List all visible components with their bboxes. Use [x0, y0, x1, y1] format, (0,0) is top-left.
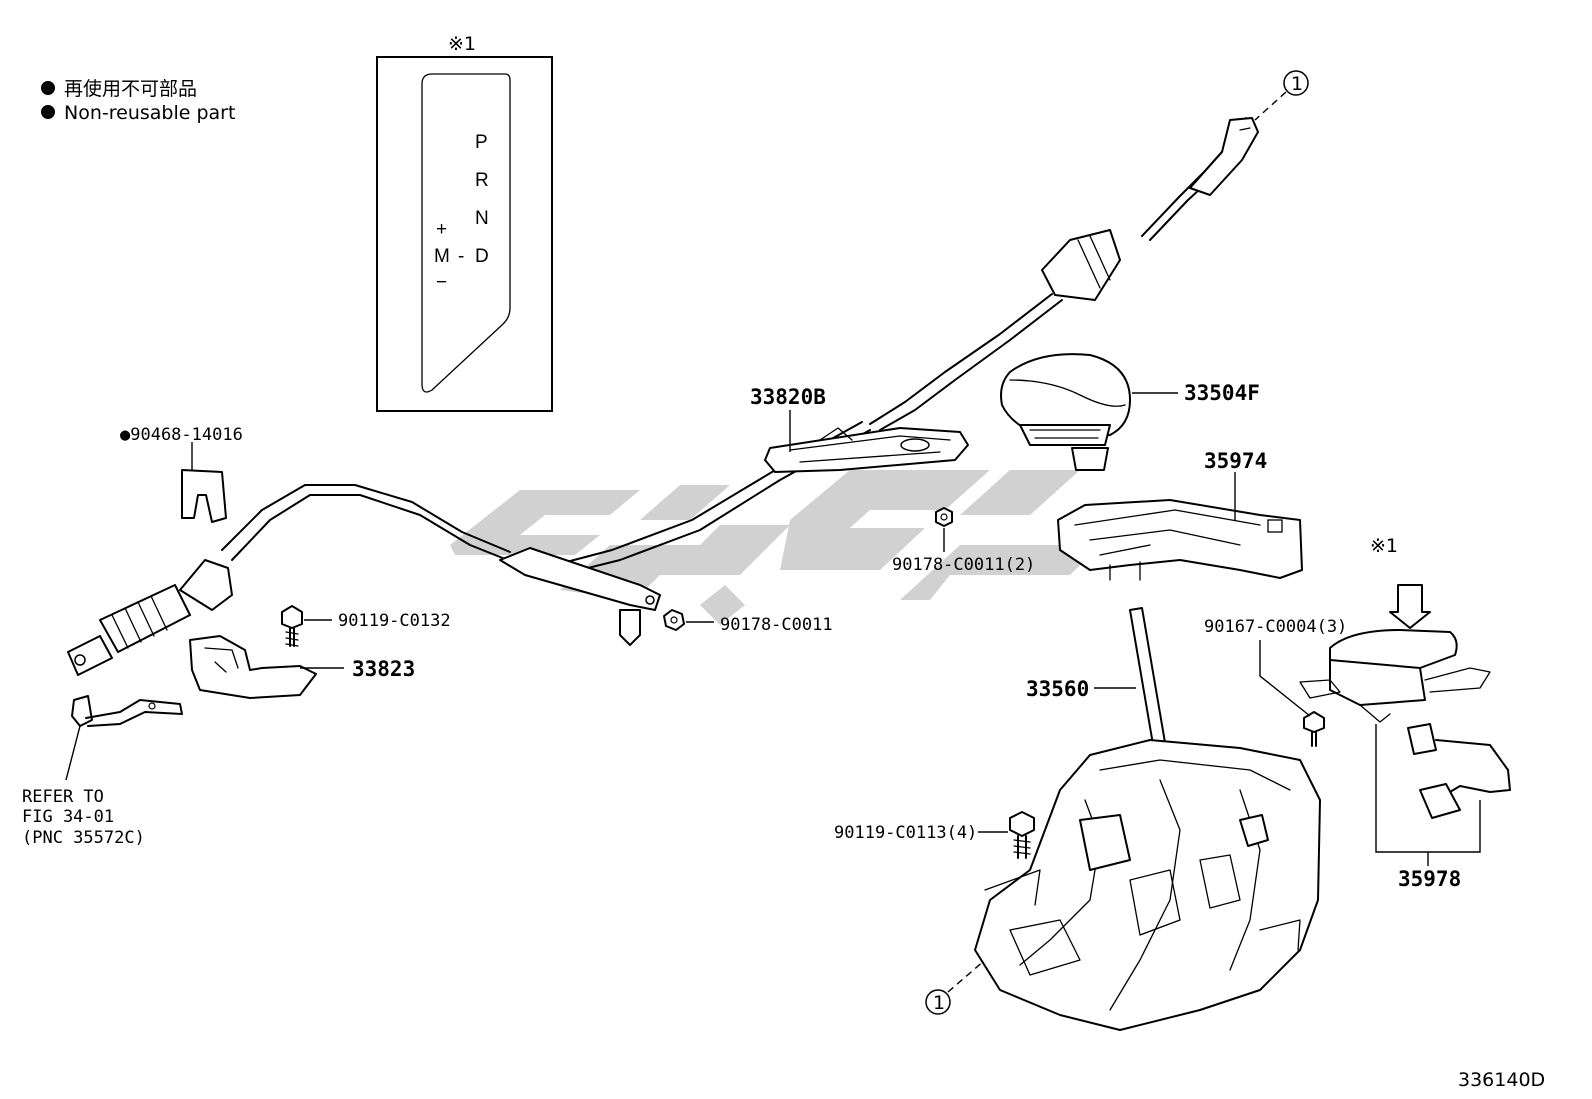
- part-33823-bracket: [189, 635, 317, 699]
- part-35978-indicator: [1299, 584, 1511, 866]
- label-33823: 33823: [352, 657, 415, 681]
- bolt-90119-c0113: [1009, 811, 1035, 859]
- note-mark-label: ※1: [448, 33, 476, 55]
- label-33820b: 33820B: [750, 385, 826, 409]
- part-33504f-shift-knob: [1000, 353, 1131, 471]
- nut-90178-c0011: [663, 609, 685, 631]
- label-90119-c0113: 90119-C0113(4): [834, 823, 977, 843]
- label-90178-c0011-2: 90178-C0011(2): [892, 555, 1035, 575]
- part-33560-shift-lever: [974, 607, 1321, 1031]
- nut-90178-c0011-2: [935, 507, 953, 527]
- legend: 再使用不可部品 Non-reusable part: [41, 78, 235, 124]
- gear-dash-label: -: [458, 246, 464, 267]
- connector-1-top: 1: [1254, 70, 1309, 121]
- gear-n-label: N: [475, 208, 489, 229]
- gear-m-label: M: [434, 246, 450, 267]
- gear-r-label: R: [475, 170, 489, 191]
- leader-lines: [191, 392, 1311, 833]
- svg-text:1: 1: [1291, 73, 1303, 95]
- shift-gate-plate: [421, 73, 511, 393]
- bolt-90119-c0132: [281, 605, 303, 647]
- svg-text:REFER TO: REFER TO: [22, 787, 104, 807]
- svg-text:1: 1: [933, 992, 945, 1014]
- note-mark-35978: ※1: [1370, 535, 1398, 557]
- connector-1-bottom: 1: [925, 959, 986, 1015]
- shift-cable: [67, 117, 1259, 676]
- diagram-code: 336140D: [1458, 1069, 1545, 1091]
- watermark-logo: [450, 470, 1130, 625]
- label-33504f: 33504F: [1184, 381, 1260, 405]
- legend-en: Non-reusable part: [64, 102, 235, 124]
- label-90119-c0132: 90119-C0132: [338, 611, 451, 631]
- label-90178-c0011: 90178-C0011: [720, 615, 833, 635]
- label-33560: 33560: [1026, 677, 1089, 701]
- gear-d-label: D: [475, 246, 489, 267]
- gear-p-label: P: [475, 132, 488, 153]
- svg-text:(PNC 35572C): (PNC 35572C): [22, 828, 145, 848]
- non-reusable-bullet-icon: [41, 105, 55, 119]
- shift-pattern-inset: ※1 P R N D M - + −: [376, 33, 553, 412]
- gear-plus-label: +: [436, 219, 447, 240]
- screw-90167-c0004: [1303, 711, 1325, 747]
- part-33820b-retainer: [764, 427, 969, 473]
- svg-text:FIG 34-01: FIG 34-01: [22, 807, 114, 827]
- label-35978: 35978: [1398, 867, 1461, 891]
- label-90167-c0004: 90167-C0004(3): [1204, 617, 1347, 637]
- clip-90468-14016: [181, 469, 227, 523]
- gear-minus-label: −: [436, 272, 447, 293]
- non-reusable-bullet-icon: [41, 81, 55, 95]
- label-35974: 35974: [1204, 449, 1267, 473]
- label-90468-14016: ●90468-14016: [120, 425, 243, 445]
- legend-jp: 再使用不可部品: [64, 78, 197, 100]
- refer-note: REFER TO FIG 34-01 (PNC 35572C): [22, 787, 145, 848]
- linkage-rod: [65, 695, 183, 781]
- part-35974-housing: [1057, 499, 1303, 581]
